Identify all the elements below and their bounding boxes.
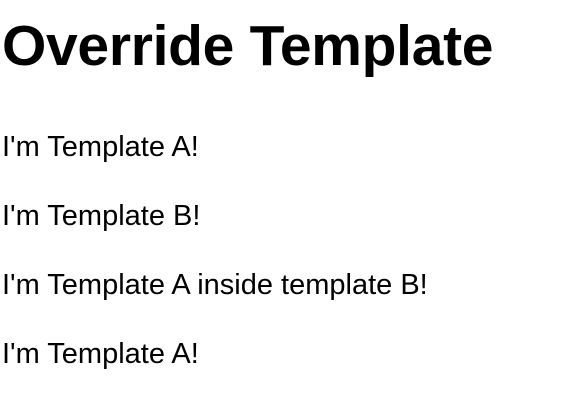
- template-b-text: I'm Template B!: [2, 200, 201, 232]
- template-a-text-repeat: I'm Template A!: [2, 338, 199, 370]
- template-a-inside-b-text: I'm Template A inside template B!: [2, 269, 428, 301]
- template-a-text: I'm Template A!: [2, 131, 199, 163]
- page-title: Override Template: [2, 14, 494, 78]
